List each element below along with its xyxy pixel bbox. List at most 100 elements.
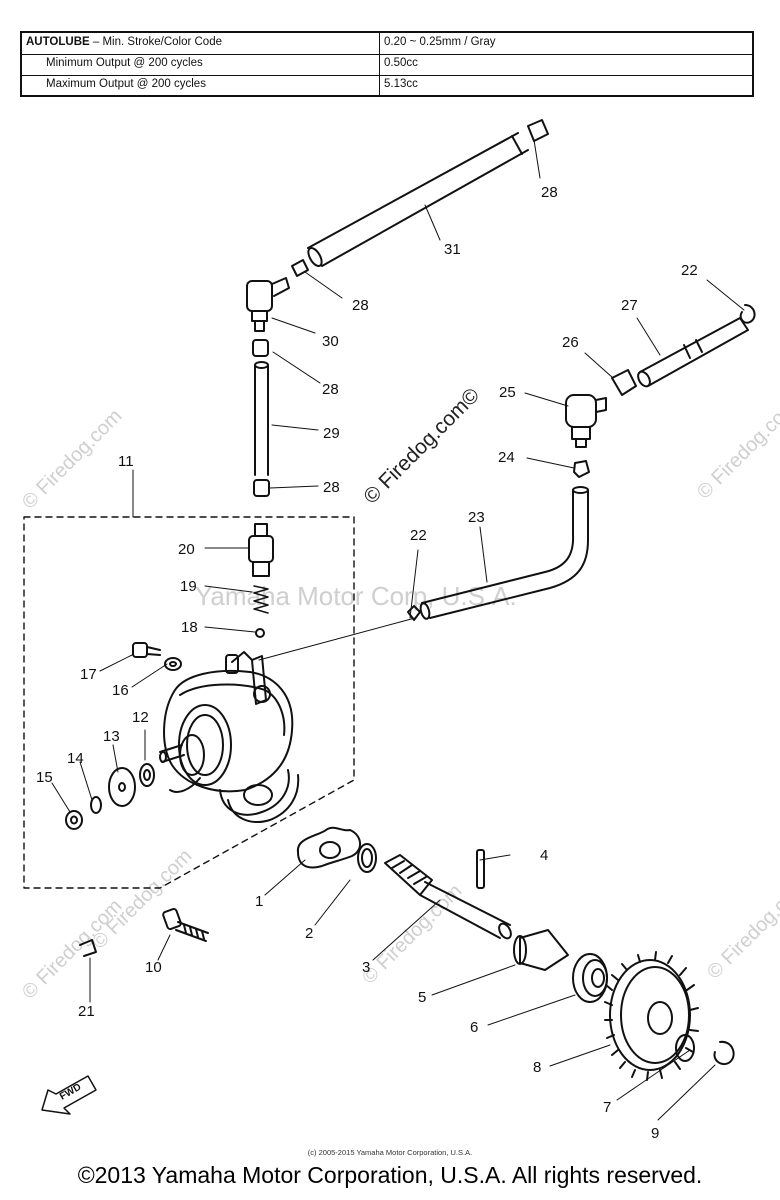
fwd-arrow: FWD <box>41 1075 97 1115</box>
callout-28-lower: 28 <box>323 479 340 496</box>
callout-10: 10 <box>145 959 162 976</box>
callout-27: 27 <box>621 297 638 314</box>
callout-1: 1 <box>255 893 263 910</box>
spec-label-autolube: AUTOLUBE – Min. Stroke/Color Code <box>26 36 222 48</box>
small-copyright: (c) 2005-2015 Yamaha Motor Corporation, … <box>307 1148 473 1157</box>
pin-4 <box>476 849 485 889</box>
callout-3: 3 <box>362 959 370 976</box>
callout-31: 31 <box>444 241 461 258</box>
spec-row-autolube: AUTOLUBE – Min. Stroke/Color Code 0.20 ~… <box>22 33 752 55</box>
callout-24: 24 <box>498 449 515 466</box>
callout-2: 2 <box>305 925 313 942</box>
sleeve-5 <box>513 929 569 971</box>
watermark-firedog-left-top: © Firedog.com <box>18 405 127 514</box>
callout-8: 8 <box>533 1059 541 1076</box>
spec-label-minimum-output: Minimum Output @ 200 cycles <box>46 57 203 69</box>
callout-11: 11 <box>118 453 134 470</box>
washer-14 <box>90 796 102 814</box>
spring-19 <box>253 585 269 614</box>
gasket-1 <box>296 826 361 869</box>
clip-22-lower <box>407 605 421 621</box>
callout-17: 17 <box>80 666 97 683</box>
spec-key-autolube: AUTOLUBE <box>26 36 90 48</box>
callout-5: 5 <box>418 989 426 1006</box>
callout-28-top: 28 <box>541 184 558 201</box>
pump-assembly-outline <box>23 516 355 889</box>
spec-value-minimum-output: 0.50cc <box>384 57 418 69</box>
spec-label-maximum-output: Maximum Output @ 200 cycles <box>46 78 206 90</box>
ball-18 <box>255 628 265 638</box>
spec-row-maximum-output: Maximum Output @ 200 cycles 5.13cc <box>22 75 752 96</box>
callout-13: 13 <box>103 728 120 745</box>
spec-row-minimum-output: Minimum Output @ 200 cycles 0.50cc <box>22 54 752 76</box>
worm-shaft-3 <box>384 854 512 940</box>
clip-22-upper <box>739 304 756 324</box>
callout-20: 20 <box>178 541 195 558</box>
callout-19: 19 <box>180 578 197 595</box>
o-ring-2 <box>357 843 377 873</box>
spec-value-maximum-output: 5.13cc <box>384 78 418 90</box>
callout-12: 12 <box>132 709 149 726</box>
bolt-10 <box>162 907 209 942</box>
pipe-29 <box>254 361 269 476</box>
callout-25: 25 <box>499 384 516 401</box>
clip-21 <box>79 939 97 957</box>
callout-22-lower: 22 <box>410 527 427 544</box>
callout-23: 23 <box>468 509 485 526</box>
autolube-spec-table: AUTOLUBE – Min. Stroke/Color Code 0.20 ~… <box>20 31 754 97</box>
bearing-6 <box>572 953 608 1003</box>
washer-16 <box>164 657 182 671</box>
callout-7: 7 <box>603 1099 611 1116</box>
watermark-firedog-mid: © Firedog.com <box>358 880 467 989</box>
sleeve-28-upper <box>291 259 309 277</box>
sleeve-28-b <box>253 479 270 497</box>
sleeve-28-a <box>252 339 269 357</box>
washer-12 <box>139 763 155 787</box>
circlip-9 <box>713 1040 735 1066</box>
callout-15: 15 <box>36 769 53 786</box>
watermark-firedog-mid-left: © Firedog.com <box>88 845 197 954</box>
elbow-fitting-30 <box>246 277 290 332</box>
spec-key-rest: – Min. Stroke/Color Code <box>89 36 222 48</box>
callout-14: 14 <box>67 750 84 767</box>
callout-6: 6 <box>470 1019 478 1036</box>
watermark-firedog-right: © Firedog.com <box>693 395 780 504</box>
spec-table-divider <box>379 33 380 95</box>
watermark-firedog-center: © Firedog.com© <box>359 383 484 508</box>
cam-plate-13 <box>108 767 136 807</box>
callout-26: 26 <box>562 334 579 351</box>
oil-pump-body <box>159 651 300 823</box>
watermark-firedog-right-bottom: © Firedog.com <box>703 875 780 984</box>
callout-30: 30 <box>322 333 339 350</box>
watermark-firedog-left-bottom: © Firedog.com <box>18 895 127 1004</box>
watermark-yamaha: Yamaha Motor Corp, U.S.A. <box>195 581 517 611</box>
callout-9: 9 <box>651 1125 659 1142</box>
washer-7 <box>675 1034 695 1062</box>
gear-8 <box>604 951 699 1081</box>
callout-numbers: 1 2 3 4 5 6 7 8 9 10 11 12 13 14 15 16 1… <box>36 184 698 1142</box>
pipe-31 <box>307 132 529 268</box>
fitting-20 <box>248 523 274 577</box>
bolt-17 <box>132 642 161 658</box>
nut-15 <box>65 810 83 830</box>
callout-4: 4 <box>540 847 548 864</box>
drawing-layer: FWD <box>23 119 756 1121</box>
callout-16: 16 <box>112 682 129 699</box>
callout-29: 29 <box>323 425 340 442</box>
watermark-layer: © Firedog.com © Firedog.com © Firedog.co… <box>18 383 780 1003</box>
callout-28-mid: 28 <box>322 381 339 398</box>
elbow-fitting-25 <box>565 394 607 448</box>
pipe-23 <box>419 486 589 620</box>
callout-28-upper: 28 <box>352 297 369 314</box>
callout-22-upper: 22 <box>681 262 698 279</box>
sleeve-26 <box>611 369 637 396</box>
spec-value-stroke: 0.20 ~ 0.25mm / Gray <box>384 36 496 48</box>
callout-18: 18 <box>181 619 198 636</box>
pipe-27 <box>637 317 749 388</box>
main-copyright: ©2013 Yamaha Motor Corporation, U.S.A. A… <box>77 1162 703 1188</box>
sleeve-28-top <box>527 119 549 142</box>
sleeve-24 <box>573 460 590 478</box>
callout-21: 21 <box>78 1003 95 1020</box>
leader-lines <box>51 139 745 1121</box>
